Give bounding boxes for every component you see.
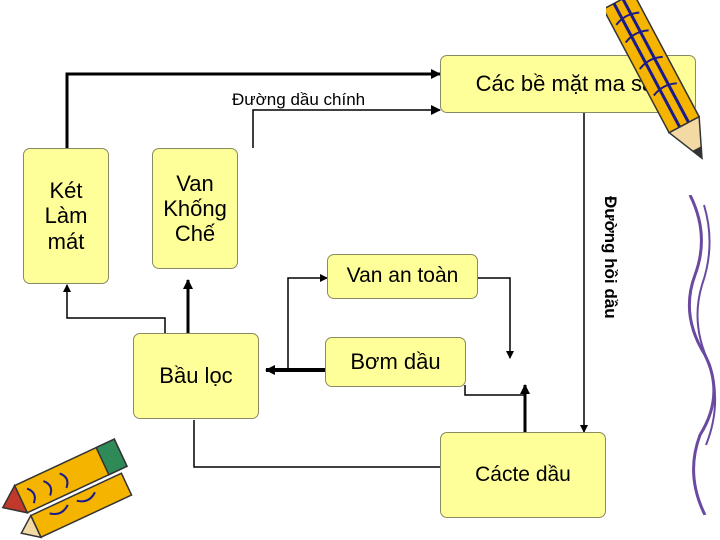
node-van-an-toan: Van an toàn [327,254,478,299]
valve-to-main-line [252,105,441,148]
safety-valve-outlet [478,277,514,359]
node-cacte-dau: Cácte dầu [440,432,606,518]
filter-to-radiator [63,284,166,333]
crankcase-suction-line [193,420,440,468]
node-ket-lam-mat-label: Két Làm mát [44,178,88,254]
pencil-icon-top-right [606,0,703,160]
node-ket-lam-mat: Két Làm mát [23,148,109,284]
node-van-an-toan-label: Van an toàn [346,264,459,288]
pencil-icon-right-edge [687,195,717,515]
node-bom-dau: Bơm dầu [325,337,466,387]
node-van-khong-che: Van Khống Chế [152,148,238,269]
pencil-icon-bottom-left [1,438,133,539]
node-cac-be-mat-ma-sat-label: Các bề mặt ma sát [475,71,661,97]
node-bau-loc: Bầu lọc [133,333,259,419]
node-van-khong-che-label: Van Khống Chế [163,170,227,247]
node-bom-dau-label: Bơm dầu [350,349,441,375]
main-oil-line [65,69,441,148]
node-bau-loc-label: Bầu lọc [159,363,233,389]
pump-side-line [464,385,525,396]
label-duong-dau-chinh: Đường dầu chính [232,90,366,109]
label-duong-hoi-dau: Đường hồi dầu [601,196,620,319]
safety-valve-inlet [287,274,328,370]
node-cacte-dau-label: Cácte dầu [475,462,571,486]
